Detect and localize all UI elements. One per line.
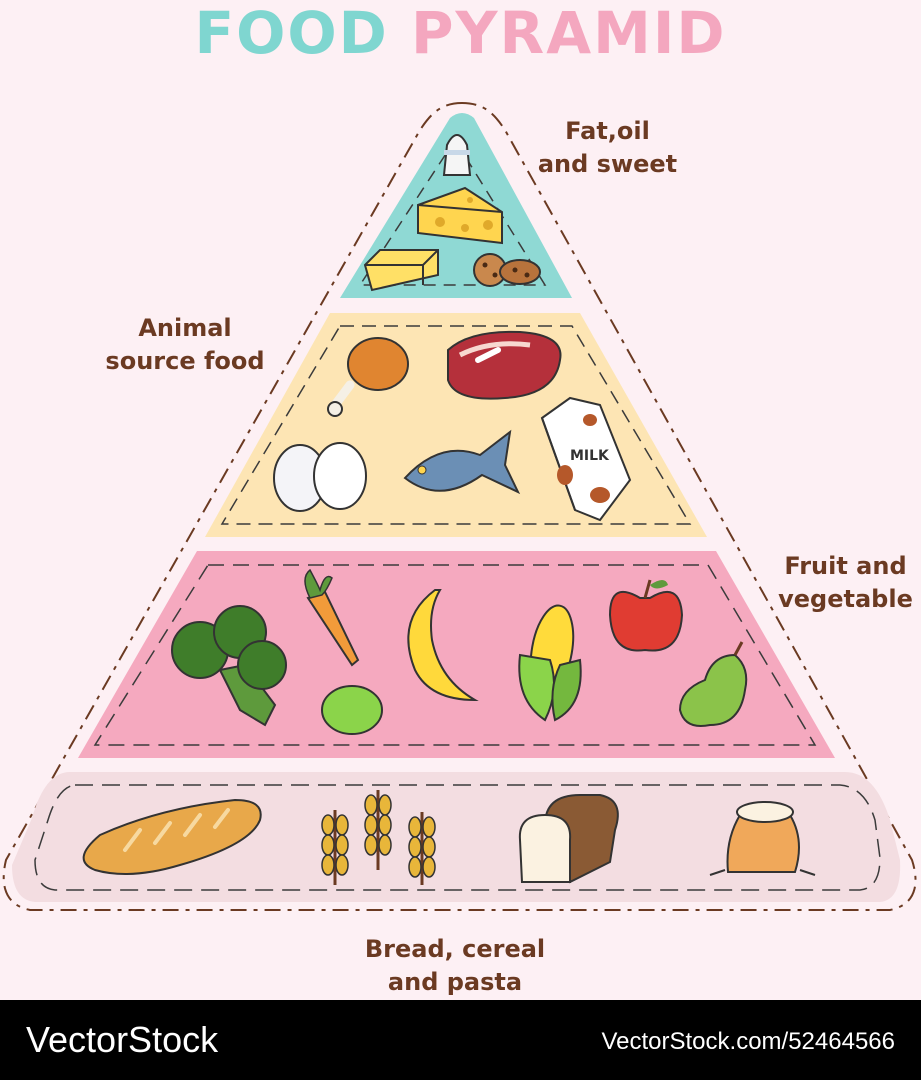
milk-carton-text: MILK xyxy=(570,448,610,464)
tier-label-animal-source: Animal source food xyxy=(95,312,275,378)
tier-label-line1: Bread, cereal xyxy=(364,935,546,963)
tier-label-line2: and pasta xyxy=(387,968,523,996)
broccoli-icon xyxy=(171,605,287,727)
bread-loaf-icon xyxy=(518,794,619,884)
cookie-icon xyxy=(473,253,541,287)
apple-icon xyxy=(608,579,684,652)
tier-bread-cereal-pasta xyxy=(12,772,901,902)
tier-label-line2: vegetable xyxy=(778,585,913,613)
cheese-icon xyxy=(417,186,503,245)
fish-icon xyxy=(403,429,521,495)
tier-label-line1: Animal xyxy=(138,314,232,342)
watermark-reference: VectorStock.com/52464566 xyxy=(601,1028,895,1055)
butter-icon xyxy=(363,249,439,292)
food-pyramid: MILK xyxy=(2,102,917,911)
wheat-icon xyxy=(321,790,436,885)
tier-label-line1: Fat,oil xyxy=(565,117,650,145)
salt-shaker-icon xyxy=(442,134,472,176)
flour-sack-icon xyxy=(709,801,816,876)
tier-label-line1: Fruit and xyxy=(784,552,907,580)
pear-icon xyxy=(678,641,748,727)
baguette-icon xyxy=(82,798,262,875)
title-word-pyramid: PYRAMID xyxy=(411,0,727,67)
milk-carton-icon: MILK xyxy=(540,396,632,522)
page-title: FOOD PYRAMID xyxy=(0,0,921,70)
lime-icon xyxy=(321,685,383,735)
banana-icon xyxy=(407,589,479,702)
tier-fruit-vegetable xyxy=(78,551,835,758)
tier-label-bread-cereal-pasta: Bread, cereal and pasta xyxy=(340,933,570,999)
tier-fat-oil-sweet xyxy=(340,113,572,298)
tier-label-fruit-vegetable: Fruit and vegetable xyxy=(770,550,921,616)
egg-icon xyxy=(273,442,367,512)
pyramid-outline xyxy=(2,102,917,911)
watermark-brand: VectorStock xyxy=(26,1019,219,1060)
tier-label-line2: and sweet xyxy=(537,150,678,178)
watermark-bar: VectorStock VectorStock.com/52464566 xyxy=(0,1000,921,1080)
carrot-icon xyxy=(304,568,360,667)
corn-icon xyxy=(518,604,582,722)
steak-icon xyxy=(447,330,562,400)
chicken-leg-icon xyxy=(327,337,409,417)
tier-label-fat-oil-sweet: Fat,oil and sweet xyxy=(525,115,690,181)
tier-animal-source: MILK xyxy=(205,313,707,537)
tier-label-line2: source food xyxy=(105,347,265,375)
title-word-food: FOOD xyxy=(194,0,389,67)
